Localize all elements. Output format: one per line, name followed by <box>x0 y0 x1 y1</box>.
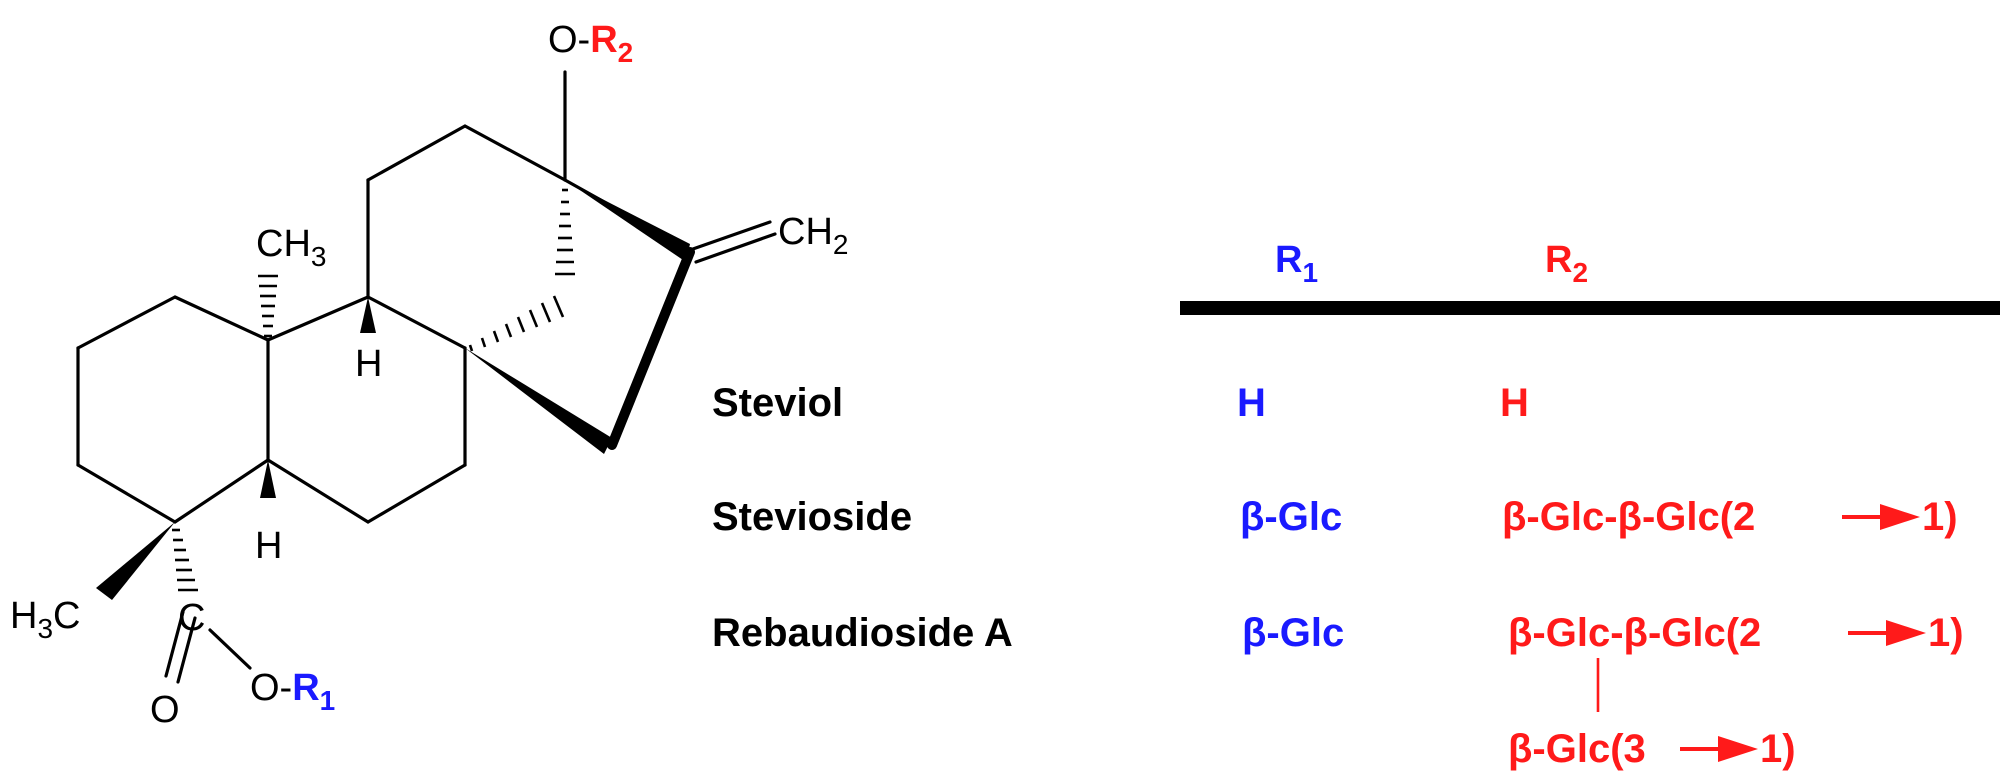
table-row: Stevioside β-Glc β-Glc-β-Glc(2 1) <box>712 495 1958 539</box>
linkage-arrow-head <box>1886 620 1926 646</box>
r1-value: β-Glc <box>1240 495 1342 539</box>
atom-labels: O-R2 CH2 CH3 H H H3C C O O-R1 <box>10 19 848 731</box>
table-row: Rebaudioside A β-Glc β-Glc-β-Glc(2 1) β-… <box>712 611 1964 771</box>
steviol-skeleton <box>76 70 777 684</box>
h-upper-label: H <box>355 343 382 385</box>
branch-value-prefix: β-Glc(3 <box>1508 727 1646 771</box>
methylene-label: CH2 <box>778 211 848 260</box>
methyl-top-label: CH3 <box>256 223 326 272</box>
hashed-bonds <box>172 188 575 592</box>
branch-value-suffix: 1) <box>1760 727 1796 771</box>
table-row: Steviol H H <box>712 381 1529 425</box>
top-oxygen-label: O-R2 <box>548 19 633 68</box>
wedge-bonds <box>96 180 695 600</box>
compound-name: Stevioside <box>712 495 912 539</box>
methyl-left-label: H3C <box>10 595 80 644</box>
carboxyl-carbon-label: C <box>178 597 205 639</box>
h-lower-label: H <box>255 525 282 567</box>
compound-name: Rebaudioside A <box>712 611 1013 655</box>
r2-value: H <box>1500 381 1529 425</box>
compound-name: Steviol <box>712 381 843 425</box>
r1-value: H <box>1237 381 1266 425</box>
header-r1: R1 <box>1275 239 1318 288</box>
branch-linkage-arrow-head <box>1718 736 1758 762</box>
ester-oxygen-label: O-R1 <box>250 667 335 716</box>
r2-value-suffix: 1) <box>1922 495 1958 539</box>
header-r2: R2 <box>1545 239 1588 288</box>
r2-value-prefix: β-Glc-β-Glc(2 <box>1502 495 1755 539</box>
carbonyl-oxygen-label: O <box>150 689 180 731</box>
substituent-table: R1 R2 Steviol H H Stevioside β-Glc β-Glc… <box>712 239 2000 771</box>
linkage-arrow-head <box>1880 504 1920 530</box>
r2-value-suffix: 1) <box>1928 611 1964 655</box>
r1-value: β-Glc <box>1242 611 1344 655</box>
r2-value-prefix: β-Glc-β-Glc(2 <box>1508 611 1761 655</box>
